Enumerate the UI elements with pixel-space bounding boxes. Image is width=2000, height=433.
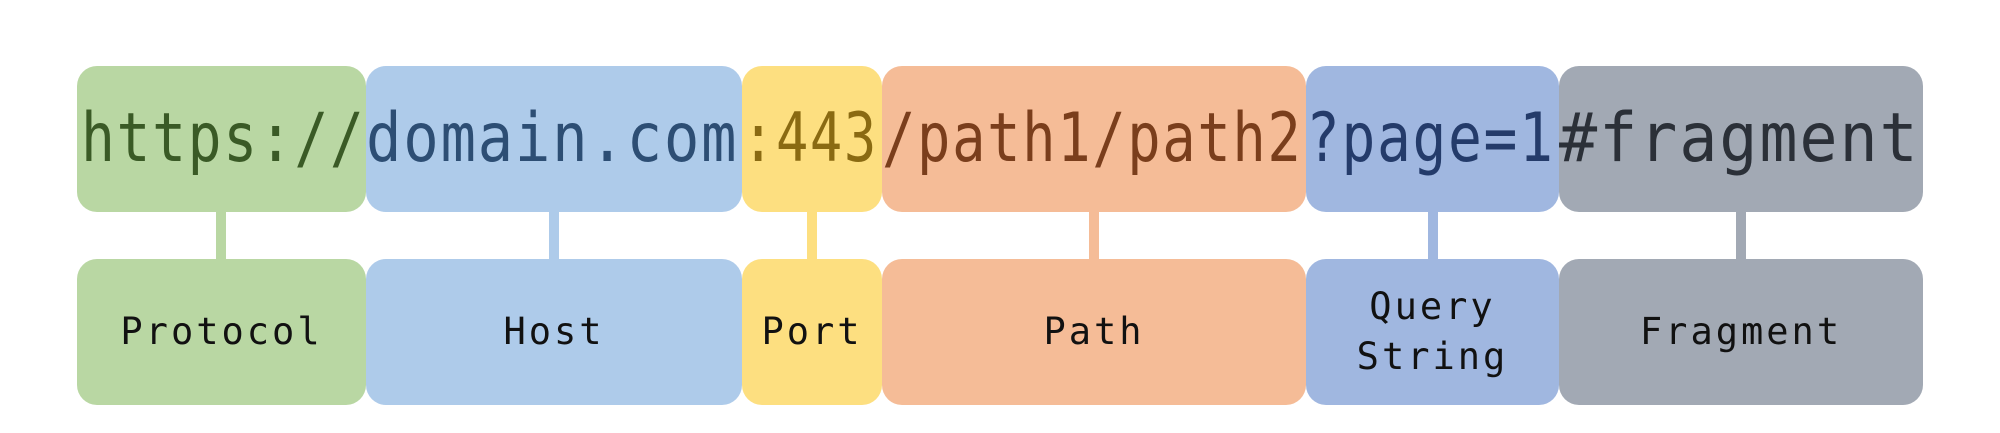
port-url-box — [742, 66, 882, 212]
path-connector — [1089, 210, 1099, 262]
protocol-connector — [216, 210, 226, 262]
port-label-box: Port — [742, 259, 882, 405]
query-connector — [1428, 210, 1438, 262]
query-url-box — [1306, 66, 1559, 212]
path-label-box: Path — [882, 259, 1306, 405]
query-label-box: Query String — [1306, 259, 1559, 405]
port-url-text: :443 — [742, 99, 878, 178]
host-url-box — [366, 66, 742, 212]
port-label: Port — [761, 310, 863, 353]
fragment-label-box: Fragment — [1559, 259, 1923, 405]
query-url-text: ?page=1 — [1306, 99, 1555, 178]
path-url-text: /path1/path2 — [882, 99, 1303, 178]
protocol-url-text: https:// — [81, 99, 366, 178]
url-text: https://domain.com:443/path1/path2?page=… — [0, 66, 2000, 212]
protocol-url-box — [77, 66, 366, 212]
port-connector — [807, 210, 817, 262]
host-connector — [549, 210, 559, 262]
host-url-text: domain.com — [366, 99, 739, 178]
protocol-label: Protocol — [120, 310, 323, 353]
query-label: Query String — [1356, 285, 1509, 378]
host-label: Host — [503, 310, 605, 353]
path-label: Path — [1043, 310, 1145, 353]
host-label-box: Host — [366, 259, 742, 405]
protocol-label-box: Protocol — [77, 259, 366, 405]
fragment-url-text: #fragment — [1559, 99, 1920, 178]
fragment-url-box — [1559, 66, 1923, 212]
path-url-box — [882, 66, 1306, 212]
fragment-connector — [1736, 210, 1746, 262]
fragment-label: Fragment — [1639, 310, 1843, 353]
